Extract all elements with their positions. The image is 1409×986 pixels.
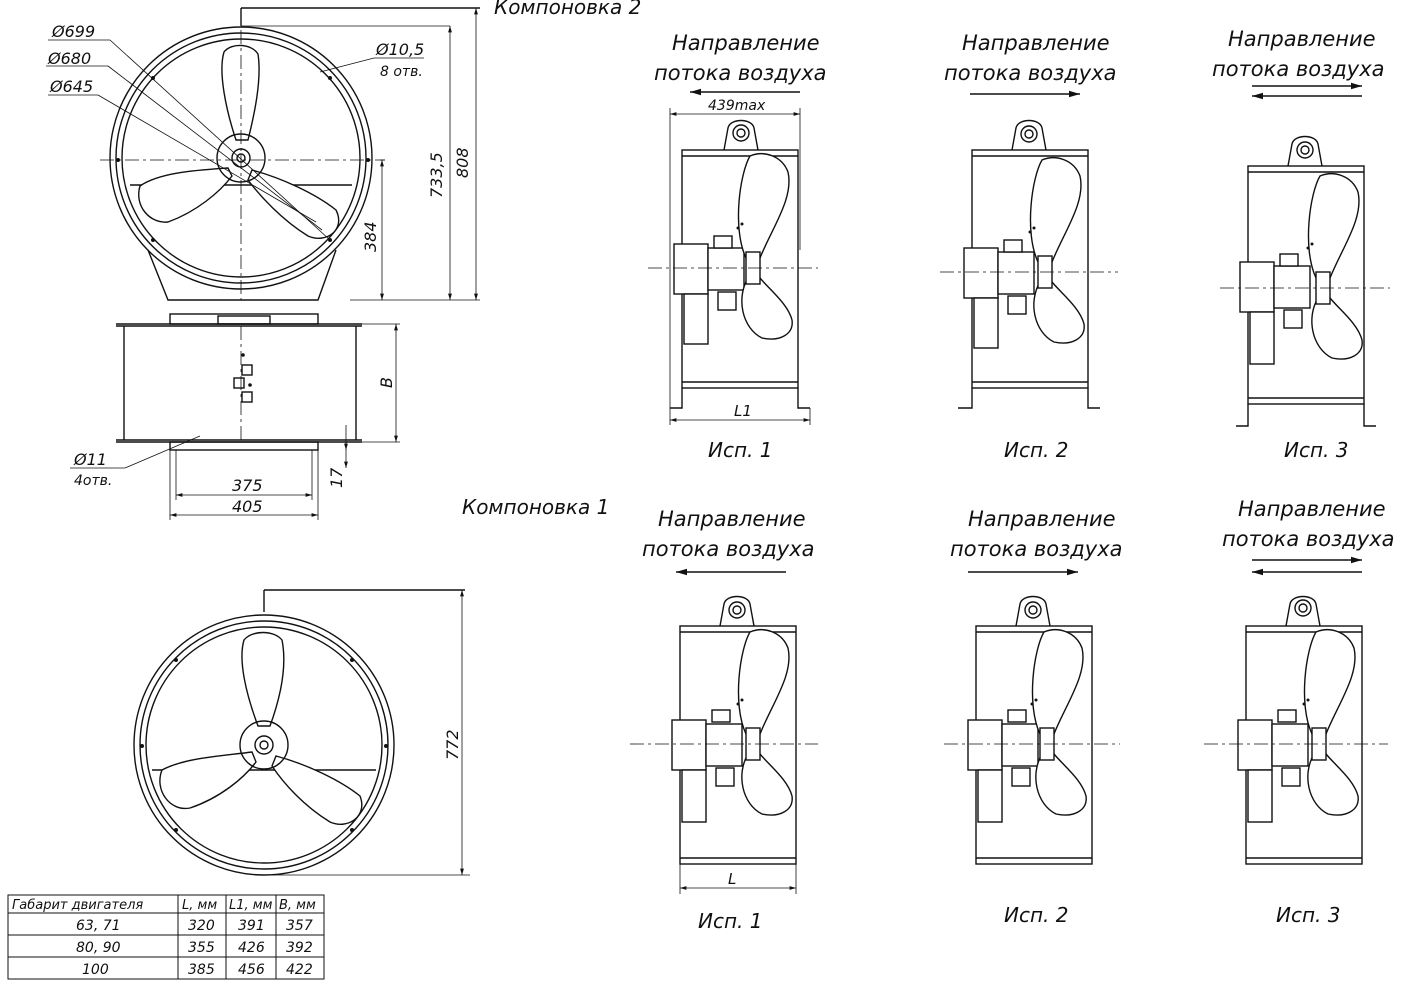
variant-top-1: Направление потока воздуха 439max L1 Исп… bbox=[648, 31, 827, 462]
variant-bottom-2: Направление потока воздуха Исп. 2 bbox=[944, 507, 1123, 927]
ispl-2-top-label: Исп. 2 bbox=[1004, 438, 1068, 462]
table-cell: 63, 71 bbox=[76, 918, 121, 934]
ispl-3-top-label: Исп. 3 bbox=[1284, 438, 1348, 462]
table-cell: 422 bbox=[286, 962, 313, 978]
flow-label-line2: потока воздуха bbox=[950, 537, 1123, 561]
table-header-L: L, мм bbox=[182, 898, 217, 913]
flow-label-line2: потока воздуха bbox=[654, 61, 827, 85]
table-cell: 392 bbox=[286, 940, 313, 956]
ispl-3-bottom-label: Исп. 3 bbox=[1276, 903, 1340, 927]
dimension-table: Габарит двигателя L, мм L1, мм B, мм 63,… bbox=[7, 894, 325, 980]
table-cell: 456 bbox=[238, 962, 265, 978]
ispl-2-bottom-label: Исп. 2 bbox=[1004, 903, 1068, 927]
table-header-L1: L1, мм bbox=[229, 898, 273, 913]
dim-384-label: 384 bbox=[361, 221, 380, 252]
variant-bottom-1: Направление потока воздуха L Исп. 1 bbox=[630, 507, 818, 933]
ispl-1-bottom-label: Исп. 1 bbox=[698, 909, 762, 933]
flow-label-line1: Направление bbox=[1228, 27, 1376, 51]
dim-772-label: 772 bbox=[443, 729, 462, 760]
front-view-top: Ø699 Ø680 Ø645 Ø10,5 8 отв. 733,5 808 38… bbox=[46, 7, 480, 301]
table-cell: 355 bbox=[188, 940, 215, 956]
flow-label-line2: потока воздуха bbox=[1212, 57, 1385, 81]
dim-L-label: L bbox=[728, 870, 736, 888]
dim-L1-label: L1 bbox=[734, 402, 752, 420]
side-view: B Ø11 4отв. 375 405 17 bbox=[70, 313, 400, 520]
layout2-title: Компоновка 2 bbox=[494, 0, 641, 19]
flow-label-line1: Направление bbox=[962, 31, 1110, 55]
dim-375-label: 375 bbox=[232, 476, 263, 495]
front-view-bottom: 772 bbox=[133, 589, 470, 876]
variant-bottom-3: Направление потока воздуха Исп. 3 bbox=[1204, 497, 1395, 927]
side-holes-count-label: 4отв. bbox=[74, 473, 112, 489]
dim-17-label: 17 bbox=[327, 467, 346, 488]
holes-dia-label: Ø10,5 bbox=[375, 40, 424, 59]
table-cell: 80, 90 bbox=[76, 940, 121, 956]
dia-680-label: Ø680 bbox=[47, 49, 91, 68]
table-cell: 426 bbox=[238, 940, 265, 956]
dia-645-label: Ø645 bbox=[49, 77, 93, 96]
dim-808-label: 808 bbox=[453, 147, 472, 178]
side-holes-dia-label: Ø11 bbox=[73, 450, 107, 469]
flow-label-line1: Направление bbox=[672, 31, 820, 55]
table-cell: 357 bbox=[286, 918, 313, 934]
table-header-motor: Габарит двигателя bbox=[12, 898, 143, 913]
variant-top-3: Направление потока воздуха Исп. 3 bbox=[1212, 27, 1390, 462]
flow-label-line2: потока воздуха bbox=[944, 61, 1117, 85]
flow-label-line1: Направление bbox=[1238, 497, 1386, 521]
dim-B-label: B bbox=[377, 377, 396, 388]
table-cell: 385 bbox=[188, 962, 215, 978]
dim-439-label: 439max bbox=[708, 98, 766, 114]
ispl-1-top-label: Исп. 1 bbox=[708, 438, 772, 462]
table-cell: 100 bbox=[82, 962, 109, 978]
layout1-title: Компоновка 1 bbox=[462, 495, 609, 519]
dim-405-label: 405 bbox=[232, 497, 263, 516]
dia-699-label: Ø699 bbox=[51, 22, 95, 41]
flow-label-line2: потока воздуха bbox=[1222, 527, 1395, 551]
table-header-B: B, мм bbox=[279, 898, 316, 913]
table-cell: 320 bbox=[188, 918, 215, 934]
holes-count-label: 8 отв. bbox=[380, 64, 423, 80]
flow-label-line1: Направление bbox=[968, 507, 1116, 531]
table-cell: 391 bbox=[238, 918, 265, 934]
dim-733-label: 733,5 bbox=[427, 152, 446, 198]
flow-label-line1: Направление bbox=[658, 507, 806, 531]
variant-top-2: Направление потока воздуха Исп. 2 bbox=[940, 31, 1118, 462]
flow-label-line2: потока воздуха bbox=[642, 537, 815, 561]
